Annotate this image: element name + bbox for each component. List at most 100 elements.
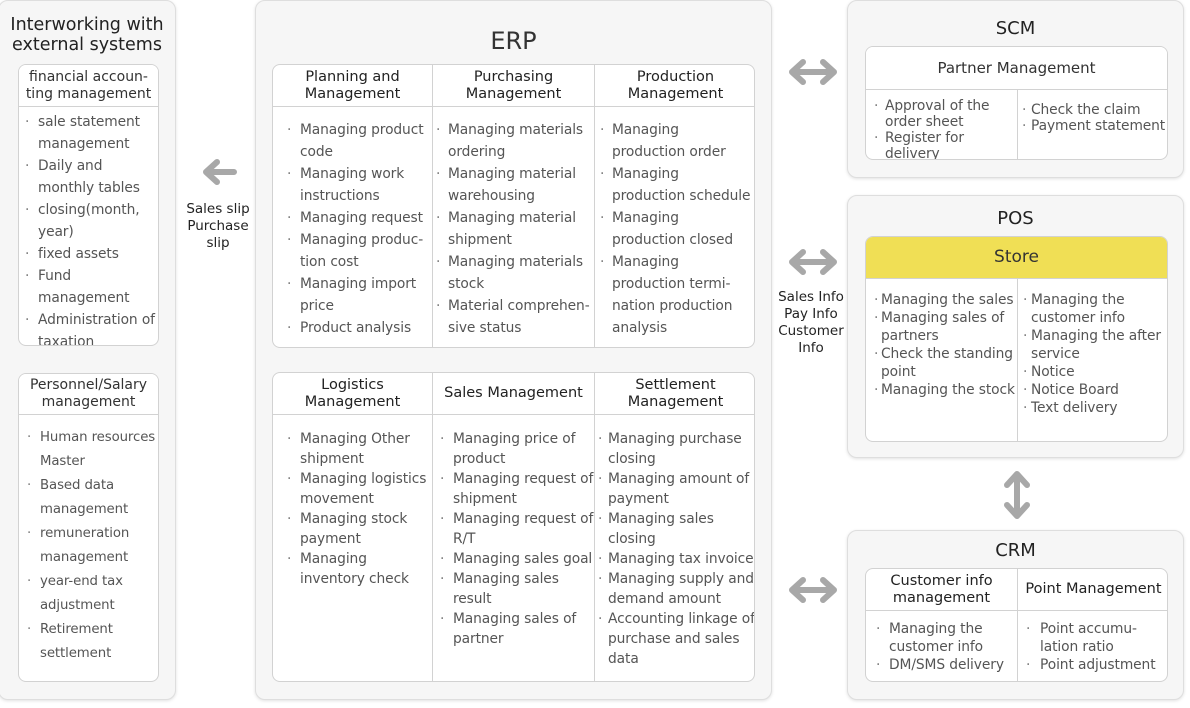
double-arrow-icon bbox=[789, 249, 837, 275]
list-item: Managing stock payment bbox=[287, 509, 432, 549]
list-item: Notice Board bbox=[1023, 381, 1167, 399]
list-item: Point accumu- lation ratio bbox=[1026, 620, 1167, 656]
customer-info-management-title: Customer info management bbox=[890, 572, 993, 606]
list-item: Managing materials stock bbox=[436, 251, 596, 295]
list-item: Managing purchase closing bbox=[598, 429, 754, 469]
list-item: Managing inventory check bbox=[287, 549, 432, 589]
interworking-panel: Interworking with external systems finan… bbox=[0, 0, 176, 700]
list-item: Approval of the order sheet bbox=[874, 98, 1019, 130]
store-left-list: Managing the sales Managing sales of par… bbox=[874, 291, 1019, 399]
vertical-double-arrow-icon bbox=[1004, 471, 1030, 519]
list-item: Daily and monthly tables bbox=[25, 155, 158, 199]
logistics-management-title: Logistics Management bbox=[304, 376, 401, 410]
double-arrow-icon bbox=[789, 59, 837, 85]
divider bbox=[273, 414, 754, 415]
divider bbox=[866, 610, 1167, 611]
settlement-management-title: Settlement Management bbox=[627, 376, 724, 410]
list-item: Check the claim bbox=[1022, 102, 1167, 118]
list-item: Managing production closed bbox=[600, 207, 754, 251]
list-item: Managing product code bbox=[287, 119, 429, 163]
label-line: Sales Info bbox=[778, 289, 844, 305]
divider bbox=[273, 106, 754, 107]
list-item: Managing sales goal bbox=[440, 549, 596, 569]
label-line: Customer bbox=[778, 323, 844, 339]
customer-info-management-list: Managing the customer info DM/SMS delive… bbox=[876, 620, 1021, 674]
list-item: Managing tax invoice bbox=[598, 549, 754, 569]
store-card: Store Managing the sales Managing sales … bbox=[865, 236, 1168, 442]
list-item: Managing request bbox=[287, 207, 429, 229]
crm-title: CRM bbox=[995, 540, 1036, 561]
list-item: Administration of taxation bbox=[25, 309, 158, 345]
list-item: Based data management bbox=[27, 474, 157, 522]
erp-panel: ERP Planning and Management Purchasing M… bbox=[255, 0, 772, 700]
list-item: Managing the after service bbox=[1023, 327, 1167, 363]
list-item: DM/SMS delivery bbox=[876, 656, 1021, 674]
list-item: Retirement settlement bbox=[27, 618, 157, 666]
list-item: Managing material warehousing bbox=[436, 163, 596, 207]
sales-management-list: Managing price of product Managing reque… bbox=[440, 429, 596, 649]
list-item: Fund management bbox=[25, 265, 158, 309]
list-item: remuneration management bbox=[27, 522, 157, 570]
list-item: Material comprehen- sive status bbox=[436, 295, 596, 339]
list-item: Managing logistics movement bbox=[287, 469, 432, 509]
pos-panel: POS Store Managing the sales Managing sa… bbox=[847, 195, 1184, 458]
list-item: Managing sales of partner bbox=[440, 609, 596, 649]
production-management-title: Production Management bbox=[627, 68, 724, 102]
scm-title: SCM bbox=[995, 18, 1036, 39]
divider bbox=[432, 373, 433, 681]
purchasing-management-list: Managing materials ordering Managing mat… bbox=[436, 119, 596, 339]
list-item: Managing production termi- nation produc… bbox=[600, 251, 754, 339]
list-item: Point adjustment bbox=[1026, 656, 1167, 674]
financial-accounting-list: sale statement management Daily and mont… bbox=[25, 111, 158, 345]
list-item: Managing sales result bbox=[440, 569, 596, 609]
point-management-list: Point accumu- lation ratio Point adjustm… bbox=[1026, 620, 1167, 674]
scm-panel: SCM Partner Management Approval of the o… bbox=[847, 0, 1184, 178]
list-item: sale statement management bbox=[25, 111, 158, 155]
planning-management-title: Planning and Management bbox=[304, 68, 401, 102]
list-item: Managing materials ordering bbox=[436, 119, 596, 163]
crm-panel: CRM Customer info management Point Manag… bbox=[847, 530, 1184, 700]
partner-management-title: Partner Management bbox=[866, 47, 1167, 90]
personnel-salary-list: Human resources Master Based data manage… bbox=[27, 426, 157, 666]
list-item: fixed assets bbox=[25, 243, 158, 265]
list-item: Check the standing point bbox=[874, 345, 1019, 381]
label-line: Info bbox=[798, 340, 824, 356]
list-item: Managing import price bbox=[287, 273, 429, 317]
list-item: Managing produc- tion cost bbox=[287, 229, 429, 273]
production-management-list: Managing production order Managing produ… bbox=[600, 119, 754, 339]
erp-top-card: Planning and Management Purchasing Manag… bbox=[272, 64, 755, 348]
logistics-management-list: Managing Other shipment Managing logisti… bbox=[287, 429, 432, 589]
financial-accounting-card: financial accoun- ting management sale s… bbox=[18, 64, 159, 346]
label-line: Purchase bbox=[187, 218, 249, 234]
store-title: Store bbox=[866, 237, 1167, 279]
double-arrow-icon bbox=[789, 577, 837, 603]
planning-management-list: Managing product code Managing work inst… bbox=[287, 119, 429, 339]
list-item: Text delivery bbox=[1023, 399, 1167, 417]
settlement-management-list: Managing purchase closing Managing amoun… bbox=[598, 429, 754, 669]
point-management-title: Point Management bbox=[1025, 581, 1162, 597]
purchasing-management-title: Purchasing Management bbox=[465, 68, 562, 102]
list-item: Managing the stock bbox=[874, 381, 1019, 399]
list-item: Managing material shipment bbox=[436, 207, 596, 251]
financial-accounting-title: financial accoun- ting management bbox=[19, 65, 158, 107]
left-arrow-icon bbox=[203, 159, 237, 185]
personnel-salary-title: Personnel/Salary management bbox=[19, 374, 158, 415]
list-item: Managing sales of partners bbox=[874, 309, 1019, 345]
list-item: Managing the customer info bbox=[1023, 291, 1167, 327]
list-item: Notice bbox=[1023, 363, 1167, 381]
list-item: Human resources Master bbox=[27, 426, 157, 474]
list-item: Managing Other shipment bbox=[287, 429, 432, 469]
list-item: Managing sales closing bbox=[598, 509, 754, 549]
partner-management-left-list: Approval of the order sheet Register for… bbox=[874, 98, 1019, 159]
personnel-salary-card: Personnel/Salary management Human resour… bbox=[18, 373, 159, 682]
label-line: Pay Info bbox=[784, 306, 838, 322]
crm-card: Customer info management Point Managemen… bbox=[865, 568, 1168, 682]
list-item: closing(month, year) bbox=[25, 199, 158, 243]
erp-title: ERP bbox=[490, 27, 537, 55]
partner-management-right-list: Check the claim Payment statement bbox=[1022, 102, 1167, 134]
list-item: Managing price of product bbox=[440, 429, 596, 469]
list-item: Managing supply and demand amount bbox=[598, 569, 754, 609]
divider bbox=[432, 65, 433, 347]
list-item: Accounting linkage of purchase and sales… bbox=[598, 609, 754, 669]
list-item: Managing the sales bbox=[874, 291, 1019, 309]
